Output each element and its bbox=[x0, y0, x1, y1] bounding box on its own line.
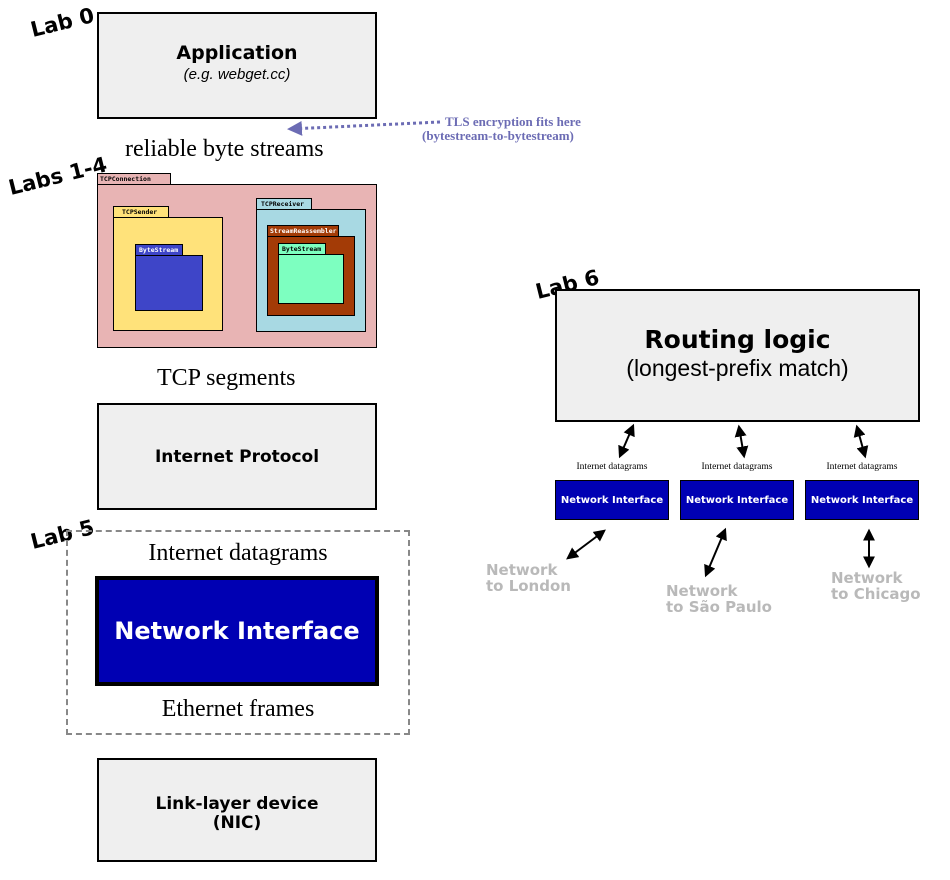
port2-upper-arrow bbox=[734, 424, 749, 459]
tls-note-line1: TLS encryption fits here bbox=[445, 114, 581, 129]
port1-network-interface: Network Interface bbox=[555, 480, 669, 520]
tls-arrow bbox=[287, 120, 441, 136]
internet-protocol-label: Internet Protocol bbox=[154, 447, 320, 467]
reliable-streams-label: reliable byte streams bbox=[125, 136, 324, 162]
routing-logic-box: Routing logic (longest-prefix match) bbox=[555, 289, 920, 422]
port3-datagrams-label: Internet datagrams bbox=[826, 462, 898, 472]
application-title: Application bbox=[176, 42, 298, 64]
receiver-bytestream-tab: ByteStream bbox=[278, 243, 326, 255]
port3-network-interface: Network Interface bbox=[805, 480, 919, 520]
tcp-segments-label: TCP segments bbox=[157, 365, 296, 391]
application-subtitle: (e.g. webget.cc) bbox=[183, 66, 291, 83]
lab5-network-interface-box: Network Interface bbox=[95, 576, 379, 686]
port2-network-label: Network to São Paulo bbox=[666, 582, 772, 616]
port1-upper-arrow bbox=[618, 423, 635, 459]
tcp-connection-tab: TCPConnection bbox=[97, 173, 171, 185]
tcp-receiver-tab: TCPReceiver bbox=[256, 198, 312, 210]
link-layer-line1: Link-layer device bbox=[155, 794, 319, 814]
sender-bytestream-tab: ByteStream bbox=[135, 244, 183, 256]
link-layer-line2: (NIC) bbox=[212, 813, 262, 833]
tcp-sender-tab: TCPSender bbox=[113, 206, 169, 218]
port1-datagrams-label: Internet datagrams bbox=[576, 462, 648, 472]
sender-bytestream-box bbox=[135, 255, 203, 311]
port2-network-interface: Network Interface bbox=[680, 480, 794, 520]
tls-note-line2: (bytestream-to-bytestream) bbox=[422, 128, 574, 143]
stream-reassembler-tab: StreamReassembler bbox=[267, 225, 339, 237]
routing-logic-subtitle: (longest-prefix match) bbox=[626, 355, 849, 381]
routing-logic-title: Routing logic bbox=[644, 325, 831, 354]
internet-protocol-box: Internet Protocol bbox=[97, 403, 377, 510]
port1-network-label: Network to London bbox=[486, 561, 571, 595]
port3-upper-arrow bbox=[853, 424, 869, 459]
port2-datagrams-label: Internet datagrams bbox=[701, 462, 773, 472]
lab5-network-interface-label: Network Interface bbox=[114, 617, 360, 645]
application-box: Application (e.g. webget.cc) bbox=[97, 12, 377, 119]
port2-lower-arrow bbox=[704, 527, 727, 578]
receiver-bytestream-box bbox=[278, 254, 344, 304]
link-layer-device-box: Link-layer device (NIC) bbox=[97, 758, 377, 862]
lab5-ethernet-frames-label: Ethernet frames bbox=[161, 696, 315, 722]
lab-5-box bbox=[66, 530, 410, 735]
port3-network-label: Network to Chicago bbox=[831, 569, 921, 603]
port1-lower-arrow bbox=[566, 529, 606, 560]
lab5-internet-datagrams-label: Internet datagrams bbox=[148, 540, 328, 566]
